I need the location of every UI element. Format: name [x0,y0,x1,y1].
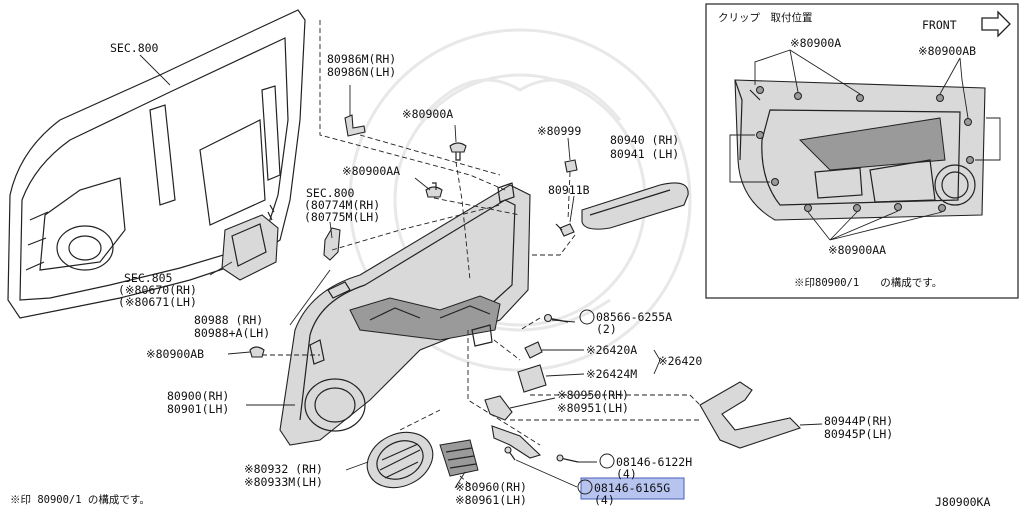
inset-label-80900ab: ※80900AB [918,44,976,58]
bracket-80986 [344,114,366,137]
label-p80932: ※80932 (RH)※80933M(LH) [244,462,323,489]
label-p80999: ※80999 [537,124,581,138]
door-shell [7,9,306,319]
inset-labels: クリップ 取付位置 FRONT ※80900A ※80900AB ※80900A… [718,11,976,289]
screw-08146-6165g [504,446,516,461]
lamp-26424m [517,364,547,393]
callout-labels: SEC.800 80986M(RH)80986N(LH) ※80900A ※80… [110,41,893,507]
symbol-b-icon [599,453,615,469]
inset-label-80900aa: ※80900AA [828,243,886,257]
pull-handle [484,395,542,459]
armrest-pad [581,182,689,230]
label-p08566: 08566-6255A(2) [596,310,672,336]
label-p80900a: ※80900A [402,107,453,121]
assist-grip [699,381,802,449]
label-p80988: 80988 (RH)80988+A(LH) [194,313,270,340]
label-p26424m: ※26424M [586,367,637,381]
label-sec800a: SEC.800 [110,41,159,55]
finisher-80960 [439,439,479,477]
label-sec800b: SEC.800(80774M(RH)(80775M(LH) [304,186,380,224]
speaker-grille [366,431,434,489]
diagram-code: J80900KA [935,495,990,509]
lamp-26420a [524,341,543,359]
label-p80940: 80940 (RH)80941 (LH) [610,133,679,161]
leader-lines [139,54,823,489]
label-p08146a: 08146-6122H(4) [616,455,692,481]
screw-08146-6122h [556,454,579,463]
screw-80911b [555,223,575,237]
label-p08146b: 08146-6165G(4) [594,481,670,507]
label-p26420a: ※26420A [586,343,637,357]
label-p80950: ※80950(RH)※80951(LH) [557,388,629,415]
assembly-guide-lines [262,20,701,486]
label-p80944: 80944P(RH)80945P(LH) [824,414,893,441]
label-p80900: 80900(RH)80901(LH) [167,389,229,416]
clip-position-inset [705,3,1019,299]
door-trim-panel [279,182,531,446]
clip-80900ab [249,346,265,358]
clip-80900aa [425,182,443,198]
label-p80900aa: ※80900AA [342,164,400,178]
front-arrow-icon [981,10,1011,38]
inset-clip-markers [756,86,974,212]
inset-footnote: ※印80900/1 の構成です。 [794,276,942,289]
clip-80900a [449,142,467,161]
inset-front-label: FRONT [922,18,957,32]
bracket-sec800 [323,227,341,261]
label-p80986: 80986M(RH)80986N(LH) [327,52,396,79]
symbol-s-icon [579,309,595,325]
footnote: ※印 80900/1 の構成です。 [10,493,150,506]
label-p80960: ※80960(RH)※80961(LH) [455,480,527,507]
clip-80999 [564,159,578,173]
label-p80900ab: ※80900AB [146,347,204,361]
inset-label-80900a: ※80900A [790,36,841,50]
label-p26420: ※26420 [658,354,702,368]
inset-title: クリップ 取付位置 [718,11,813,24]
symbol-b-icon [577,479,593,495]
highlight-08146-6165g [580,477,685,500]
label-p80911b: 80911B [548,183,590,197]
label-sec805: SEC.805(※80670(RH)(※80671(LH) [118,271,197,309]
